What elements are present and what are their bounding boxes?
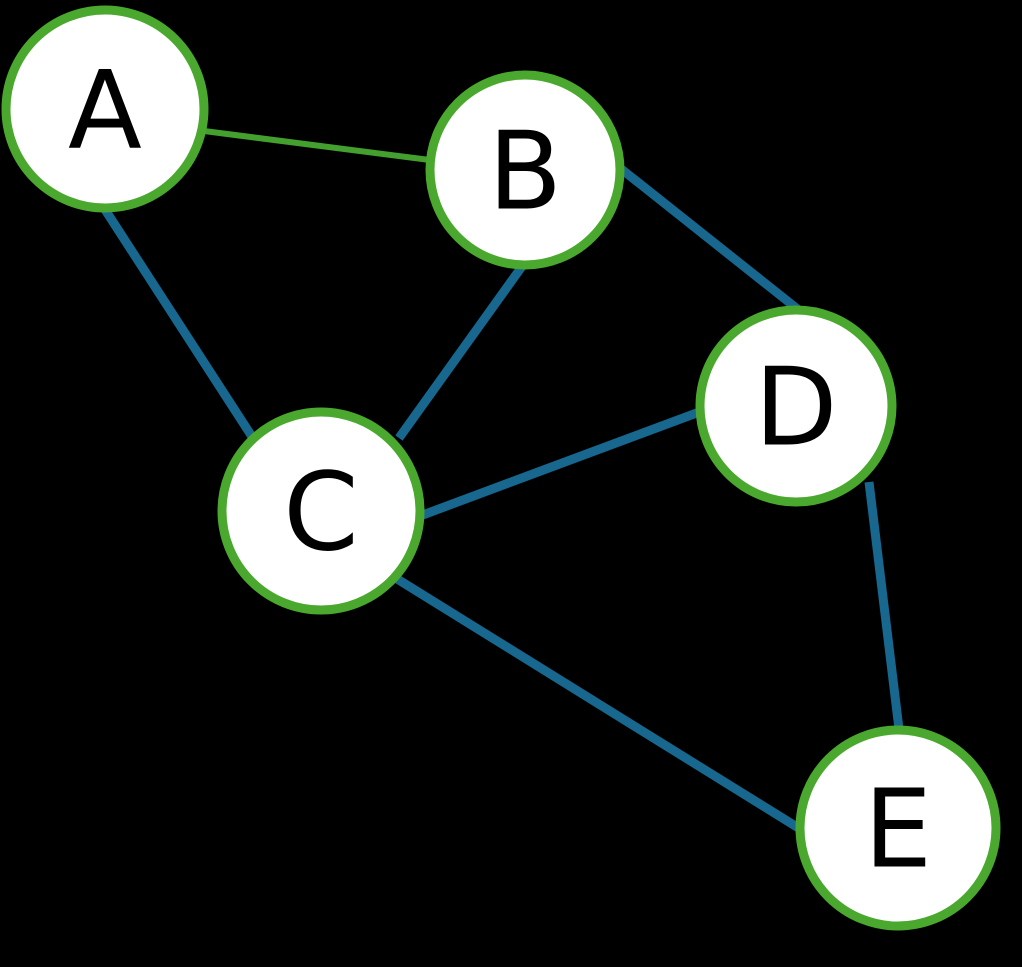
graph-node-c[interactable]: C bbox=[217, 407, 425, 615]
edges-layer bbox=[100, 128, 904, 836]
node-circle-b[interactable] bbox=[425, 70, 625, 270]
node-label-a: A bbox=[68, 49, 142, 174]
graph-edge-c-e[interactable] bbox=[391, 573, 808, 836]
nodes-layer: A B C D E bbox=[1, 5, 1001, 931]
graph-node-b[interactable]: B bbox=[425, 70, 625, 270]
node-circle-a[interactable] bbox=[1, 5, 209, 213]
graph-edge-b-c[interactable] bbox=[395, 262, 527, 441]
node-label-e: E bbox=[864, 768, 932, 893]
graph-edge-b-d[interactable] bbox=[617, 164, 803, 315]
node-circle-d[interactable] bbox=[695, 305, 897, 507]
node-circle-c[interactable] bbox=[217, 407, 425, 615]
node-label-b: B bbox=[488, 110, 562, 235]
node-label-d: D bbox=[754, 346, 837, 471]
graph-edge-a-c[interactable] bbox=[100, 205, 264, 452]
graph-edge-c-d[interactable] bbox=[418, 406, 704, 521]
graph-node-e[interactable]: E bbox=[795, 725, 1001, 931]
node-label-c: C bbox=[283, 451, 358, 576]
graph-node-a[interactable]: A bbox=[1, 5, 209, 213]
graph-edge-d-e[interactable] bbox=[864, 481, 904, 730]
graph-node-d[interactable]: D bbox=[695, 305, 897, 507]
node-circle-e[interactable] bbox=[795, 725, 1001, 931]
graph-edge-a-b[interactable] bbox=[203, 128, 431, 163]
